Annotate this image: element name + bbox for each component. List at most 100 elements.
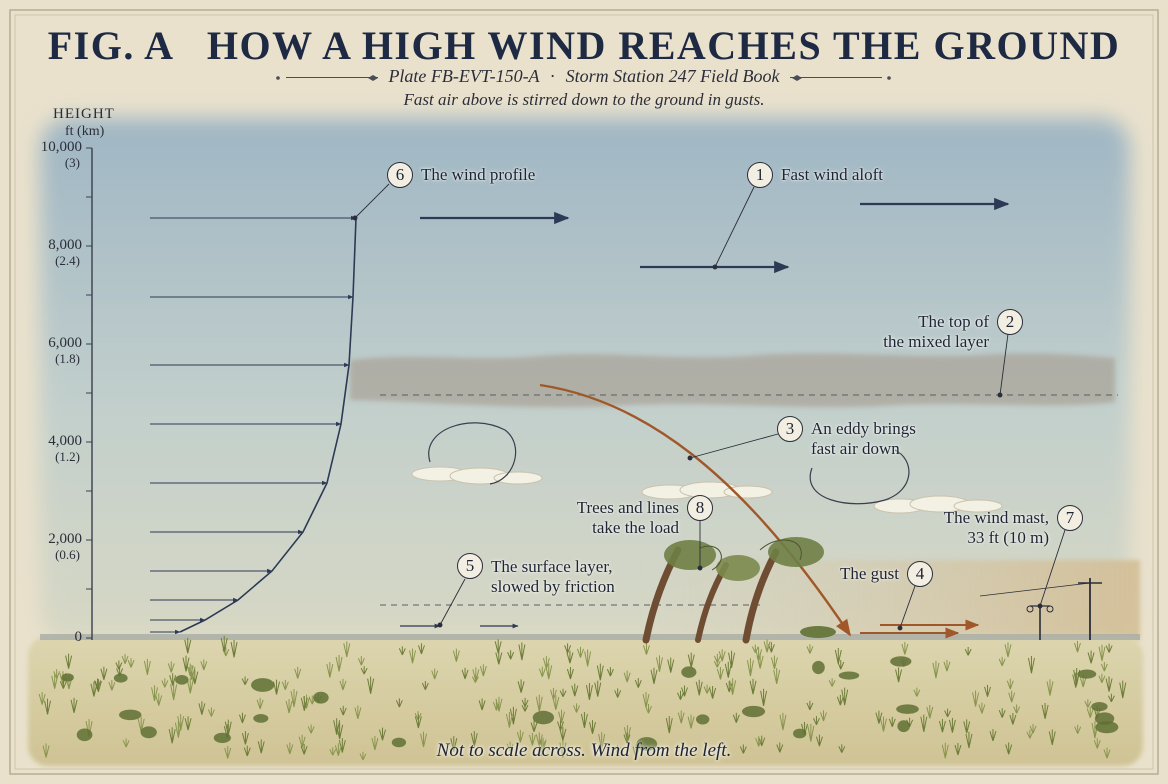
grass-tuft [505,712,513,728]
grass-tuft [339,705,347,716]
grass-tuft [257,739,265,754]
grass-tuft [566,667,574,680]
figure-title: FIG. A HOW A HIGH WIND REACHES THE GROUN… [47,23,1121,68]
grass-tuft [478,698,486,711]
callout-leaders [352,183,1066,631]
grass-tuft [932,660,940,679]
grass-tuft [989,729,997,742]
grass-tuft [143,658,151,676]
grass-tuft [339,678,347,691]
grass-tuft [566,650,574,664]
grass-tuft [756,653,764,669]
grass-tuft [230,640,238,658]
grass-tuft [65,653,73,669]
grass-tuft [779,712,787,731]
power-pole [979,578,1102,640]
callout-badge-8: 8 [687,495,713,521]
figure-tagline: Fast air above is stirred down to the gr… [403,90,765,109]
grass-tuft [558,709,566,723]
shrub [61,673,74,682]
callout-text: slowed by friction [491,577,615,596]
callout-fast-wind-aloft: Fast wind aloft [781,165,883,185]
callout-badge-2: 2 [997,309,1023,335]
grass-tuft [677,690,684,700]
grass-tuft [913,687,921,697]
grass-tuft [521,703,529,712]
grass-tuft [155,693,163,706]
grass-tuft [1072,672,1080,688]
axis-tick-metric: (1.2) [55,449,80,464]
grass-tuft [963,719,971,734]
grass-tuft [573,703,581,713]
callout-text: The surface layer, [491,557,613,576]
grass-tuft [841,687,849,706]
wind-profile-curve [179,217,357,633]
grass-tuft [596,663,604,681]
grass-tuft [184,637,192,654]
grass-tuft [1029,723,1037,734]
grass-tuft [729,678,737,695]
subtitle-rule-right [789,77,882,79]
callout-text: the mixed layer [883,332,989,351]
shrub [113,673,128,683]
grass-tuft [585,683,593,701]
grass-tuft [1046,679,1054,696]
shrub [532,710,555,725]
grass-tuft [207,707,215,717]
grass-tuft [184,716,192,731]
gust-path [539,383,851,637]
grass-tuft [614,688,622,698]
bent-trees [642,537,836,644]
grass-tuft [1041,702,1049,719]
grass-tuft [220,635,228,653]
grass-tuft [398,646,406,656]
grass-tuft [875,710,883,724]
grass-tuft [1008,690,1016,703]
grass-tuft [336,722,344,740]
grass-tuft [739,744,747,754]
field-book-name: Storm Station 247 Field Book [565,66,780,86]
grass-tuft [606,667,614,677]
grass-tuft [1027,655,1035,674]
grass-tuft [417,643,425,655]
axis-tick-metric: (2.4) [55,253,80,268]
cloud-right [873,495,1003,514]
grass-tuft [357,656,365,666]
ground [28,636,1143,766]
callout-text: Fast wind aloft [781,165,883,184]
grass-tuft [901,641,909,655]
grass-tuft [716,667,724,680]
grass-tuft [494,639,502,654]
grass-tuft [170,682,178,701]
grass-tuft [815,734,823,747]
grass-tuft [559,688,567,698]
grass-tuft [452,648,460,662]
grass-tuft [286,742,294,755]
grass-tuft [920,714,928,732]
subtitle-rule-left [286,77,379,79]
grass-tuft [713,659,721,668]
grass-tuft [506,741,514,752]
grass-tuft [746,658,754,677]
grass-tuft [281,679,289,690]
grass-tuft [360,666,368,675]
grass-tuft [1013,704,1021,714]
height-axis-ticks [86,147,92,639]
callout-surface-layer: The surface layer, slowed by friction [491,557,615,597]
callout-text: fast air down [811,439,900,458]
grass-tuft [880,716,887,732]
grass-tuft [755,736,763,747]
grass-tuft [642,692,650,708]
grass-tuft [776,742,784,753]
grass-tuft [379,727,386,741]
grass-tuft [516,730,524,743]
grass-tuft [828,678,836,687]
grass-tuft [414,714,422,729]
shrub [76,728,93,742]
shrub [1091,701,1108,712]
grass-tuft [241,731,249,745]
grass-tuft [634,678,642,688]
grass-tuft [461,667,469,680]
